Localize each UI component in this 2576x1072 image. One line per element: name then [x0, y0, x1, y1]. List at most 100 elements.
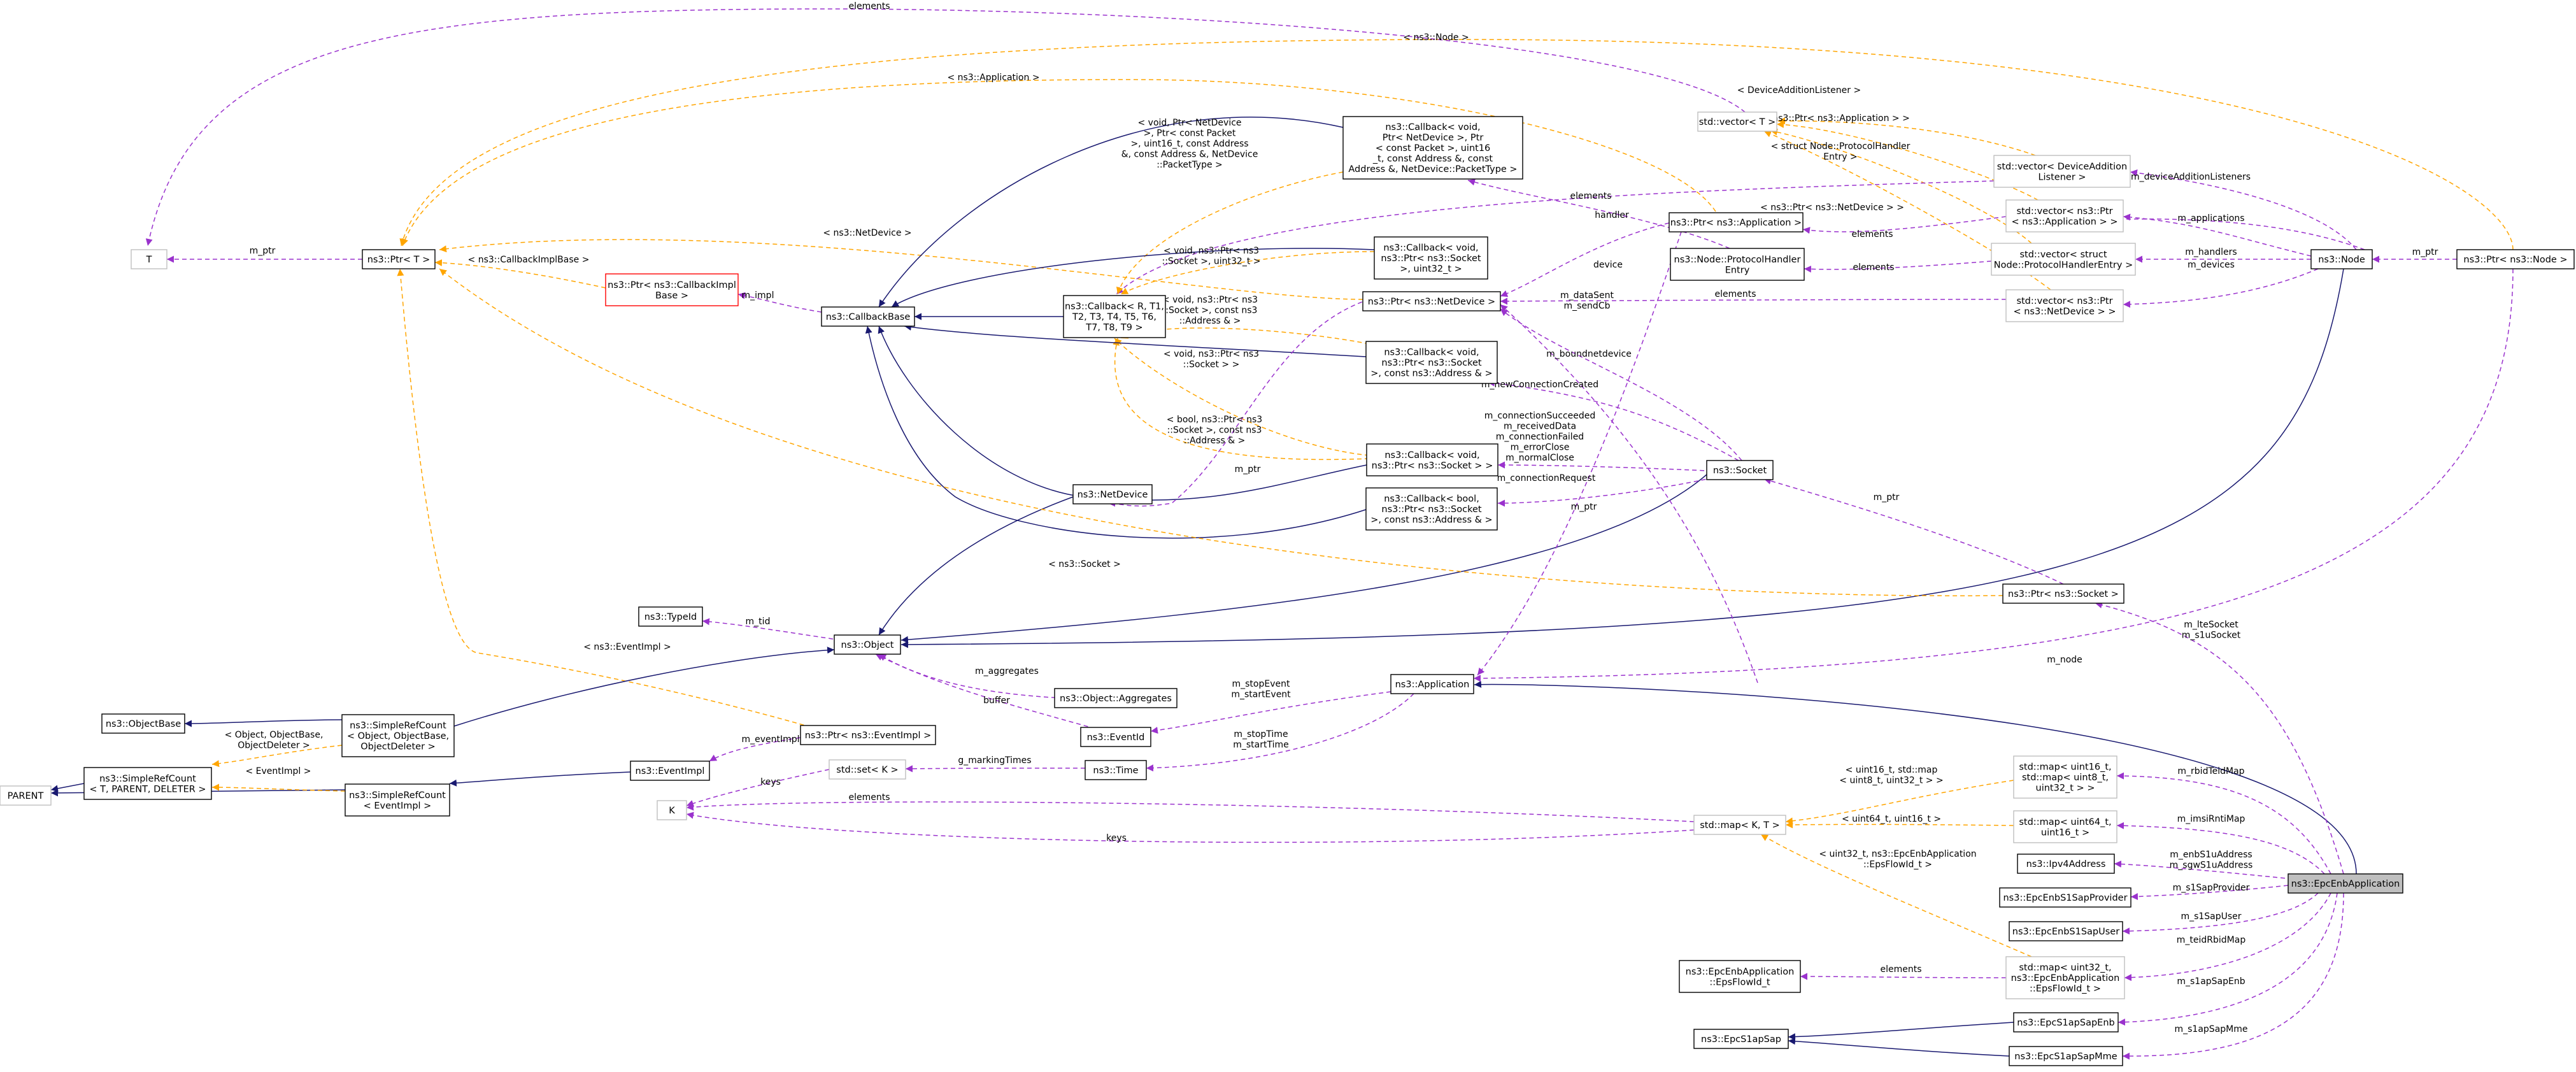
- class-node-eps-flow-id[interactable]: ns3::EpcEnbApplication::EpsFlowId_t: [1679, 960, 1801, 993]
- node-label-line: ns3::Callback< void,: [1384, 450, 1479, 461]
- edge-label-m-tid: m_tid: [746, 617, 771, 627]
- class-node-map-u32-flow[interactable]: std::map< uint32_t,ns3::EpcEnbApplicatio…: [2005, 956, 2125, 999]
- class-node-epc-s1ap-sap[interactable]: ns3::EpcS1apSap: [1693, 1029, 1789, 1049]
- class-node-time[interactable]: ns3::Time: [1085, 760, 1147, 780]
- class-node-cb-net-dev[interactable]: ns3::Callback< void,Ptr< NetDevice >, Pt…: [1342, 116, 1523, 180]
- class-node-map-u16[interactable]: std::map< uint16_t,std::map< uint8_t,uin…: [2013, 755, 2117, 799]
- class-node-map-u64[interactable]: std::map< uint64_t,uint16_t >: [2013, 810, 2117, 843]
- inheritance-edge-80: [1788, 1038, 2010, 1057]
- class-node-vec-ptr-app[interactable]: std::vector< ns3::Ptr< ns3::Application …: [2005, 199, 2124, 232]
- edge-label-cb-bool-tpl: ::Address & >: [1184, 436, 1246, 446]
- class-node-application[interactable]: ns3::Application: [1390, 674, 1474, 694]
- node-label-line: < const Packet >, uint16: [1376, 143, 1491, 154]
- node-label-line: std::map< K, T >: [1700, 820, 1780, 831]
- class-node-cb-bool-sock-addr[interactable]: ns3::Callback< bool,ns3::Ptr< ns3::Socke…: [1365, 487, 1498, 531]
- node-label-line: ns3::EventId: [1087, 733, 1145, 743]
- node-label-line: Node::ProtocolHandlerEntry >: [1994, 260, 2133, 270]
- inheritance-edge-23: [865, 325, 1367, 539]
- class-node-vec-proto[interactable]: std::vector< structNode::ProtocolHandler…: [1991, 243, 2136, 276]
- edge-label-srcobject-tpl: ObjectDeleter >: [238, 741, 310, 751]
- class-node-vec-ptr-net-dev[interactable]: std::vector< ns3::Ptr< ns3::NetDevice > …: [2005, 289, 2124, 322]
- class-node-ipv4-address[interactable]: ns3::Ipv4Address: [2017, 854, 2115, 874]
- class-node-srctemplate[interactable]: ns3::SimpleRefCount< T, PARENT, DELETER …: [83, 767, 212, 800]
- class-node-cb-r[interactable]: ns3::Callback< R, T1,T2, T3, T4, T5, T6,…: [1063, 295, 1166, 338]
- node-label-line: ns3::Ptr< ns3::Application >: [1670, 218, 1802, 228]
- node-box: [1693, 1029, 1789, 1049]
- class-node-type-id[interactable]: ns3::TypeId: [638, 606, 703, 627]
- node-label-line: std::vector< struct: [2019, 250, 2107, 260]
- node-label-line: ::EpsFlowId_t >: [2030, 984, 2101, 994]
- template-edge-16: [434, 259, 606, 289]
- class-node-ptr-t[interactable]: ns3::Ptr< T >: [362, 249, 436, 269]
- class-node-vec-dev-add[interactable]: std::vector< DeviceAdditionListener >: [1993, 155, 2131, 188]
- class-node-t[interactable]: T: [131, 249, 167, 269]
- usage-edge-1: [145, 8, 1746, 247]
- usage-edge-61: [2116, 822, 2325, 875]
- class-node-k[interactable]: K: [657, 800, 687, 820]
- edge-label-cb-addr-tpl: ::Address & >: [1179, 316, 1241, 326]
- inheritance-edge-21: [878, 117, 1344, 308]
- node-box: [341, 714, 455, 757]
- class-node-event-impl[interactable]: ns3::EventImpl: [630, 761, 710, 781]
- class-node-ptr-cb-impl[interactable]: ns3::Ptr< ns3::CallbackImplBase >: [605, 273, 739, 306]
- edge-label-map-u32-tpl: < uint32_t, ns3::EpcEnbApplication: [1819, 849, 1976, 859]
- class-node-event-id[interactable]: ns3::EventId: [1080, 727, 1151, 747]
- node-box: [2005, 956, 2125, 999]
- node-box: [83, 767, 212, 800]
- class-node-map-kt[interactable]: std::map< K, T >: [1693, 815, 1786, 835]
- class-node-vector-t[interactable]: std::vector< T >: [1697, 111, 1777, 132]
- node-box: [834, 634, 901, 655]
- inheritance-edge-47: [449, 771, 631, 787]
- node-box: [2017, 854, 2115, 874]
- class-node-ptr-net-device[interactable]: ns3::Ptr< ns3::NetDevice >: [1362, 291, 1501, 311]
- class-node-ptr-event-impl[interactable]: ns3::Ptr< ns3::EventImpl >: [800, 725, 936, 745]
- edge-label-netdevice-tpl: < ns3::NetDevice >: [823, 228, 911, 238]
- usage-edge-28: [1500, 304, 1758, 683]
- class-node-ptr-node[interactable]: ns3::Ptr< ns3::Node >: [2456, 249, 2575, 269]
- node-box: [1669, 212, 1804, 232]
- class-node-cb-void-sock[interactable]: ns3::Callback< void,ns3::Ptr< ns3::Socke…: [1366, 443, 1498, 476]
- class-node-srcevent[interactable]: ns3::SimpleRefCount< EventImpl >: [345, 783, 450, 817]
- node-box: [2288, 873, 2403, 894]
- node-box: [2013, 1012, 2119, 1033]
- edge-label-m-ptr-sock: m_ptr: [1874, 492, 1900, 503]
- node-box: [2310, 249, 2373, 269]
- class-node-callback-base[interactable]: ns3::CallbackBase: [821, 306, 915, 327]
- class-node-net-device[interactable]: ns3::NetDevice: [1072, 484, 1153, 504]
- edge-label-m-rbidteidmap: m_rbidTeidMap: [2177, 766, 2244, 776]
- node-box: [630, 761, 710, 781]
- class-node-set-k[interactable]: std::set< K >: [829, 759, 906, 780]
- edge-label-ptrapp-vec: < ns3::Ptr< ns3::Application > >: [1762, 113, 1910, 124]
- template-edge-14: [1116, 171, 1344, 295]
- node-box: [1390, 674, 1474, 694]
- class-node-parent[interactable]: PARENT: [0, 785, 52, 806]
- inheritance-edge-45: [50, 783, 85, 792]
- class-node-socket[interactable]: ns3::Socket: [1706, 460, 1774, 480]
- usage-edge-74: [2130, 169, 2357, 250]
- edge-label-cb-sock-tpl: ::Socket > >: [1183, 360, 1240, 370]
- node-label-line: std::map< uint64_t,: [2019, 817, 2111, 827]
- usage-edge-68: [2122, 892, 2344, 1060]
- class-node-protocol-handler[interactable]: ns3::Node::ProtocolHandlerEntry: [1670, 248, 1805, 281]
- edge-label-map-u32-tpl: ::EpsFlowId_t >: [1863, 860, 1932, 870]
- class-node-epc-enb-s1-sap-provider[interactable]: ns3::EpcEnbS1SapProvider: [1999, 887, 2131, 908]
- class-node-ptr-socket[interactable]: ns3::Ptr< ns3::Socket >: [2002, 583, 2124, 604]
- class-node-object-aggregates[interactable]: ns3::Object::Aggregates: [1054, 688, 1178, 708]
- class-node-ptr-application[interactable]: ns3::Ptr< ns3::Application >: [1669, 212, 1804, 232]
- class-node-cb-void-sock-addr[interactable]: ns3::Callback< void,ns3::Ptr< ns3::Socke…: [1365, 341, 1498, 384]
- class-node-srcobject[interactable]: ns3::SimpleRefCount< Object, ObjectBase,…: [341, 714, 455, 757]
- class-node-object[interactable]: ns3::Object: [834, 634, 901, 655]
- class-node-object-base[interactable]: ns3::ObjectBase: [101, 713, 185, 734]
- class-node-epc-enb-s1-sap-user[interactable]: ns3::EpcEnbS1SapUser: [2009, 921, 2123, 941]
- class-node-epc-s1ap-sap-enb[interactable]: ns3::EpcS1apSapEnb: [2013, 1012, 2119, 1033]
- template-edge-12: [1114, 338, 1370, 456]
- class-node-epc-enb-application[interactable]: ns3::EpcEnbApplication: [2288, 873, 2403, 894]
- usage-edge-62: [2114, 861, 2293, 880]
- class-node-node[interactable]: ns3::Node: [2310, 249, 2373, 269]
- edge-label-m-impl: m_impl: [742, 290, 774, 301]
- class-node-cb-void-sock-u32[interactable]: ns3::Callback< void,ns3::Ptr< ns3::Socke…: [1374, 236, 1488, 280]
- class-node-epc-s1ap-sap-mme[interactable]: ns3::EpcS1apSapMme: [2009, 1046, 2123, 1066]
- edge-label-cb-netdevice-tpl: < void, Ptr< NetDevice: [1137, 118, 1241, 128]
- node-label-line: ns3::Ptr< ns3::Node >: [2463, 255, 2567, 265]
